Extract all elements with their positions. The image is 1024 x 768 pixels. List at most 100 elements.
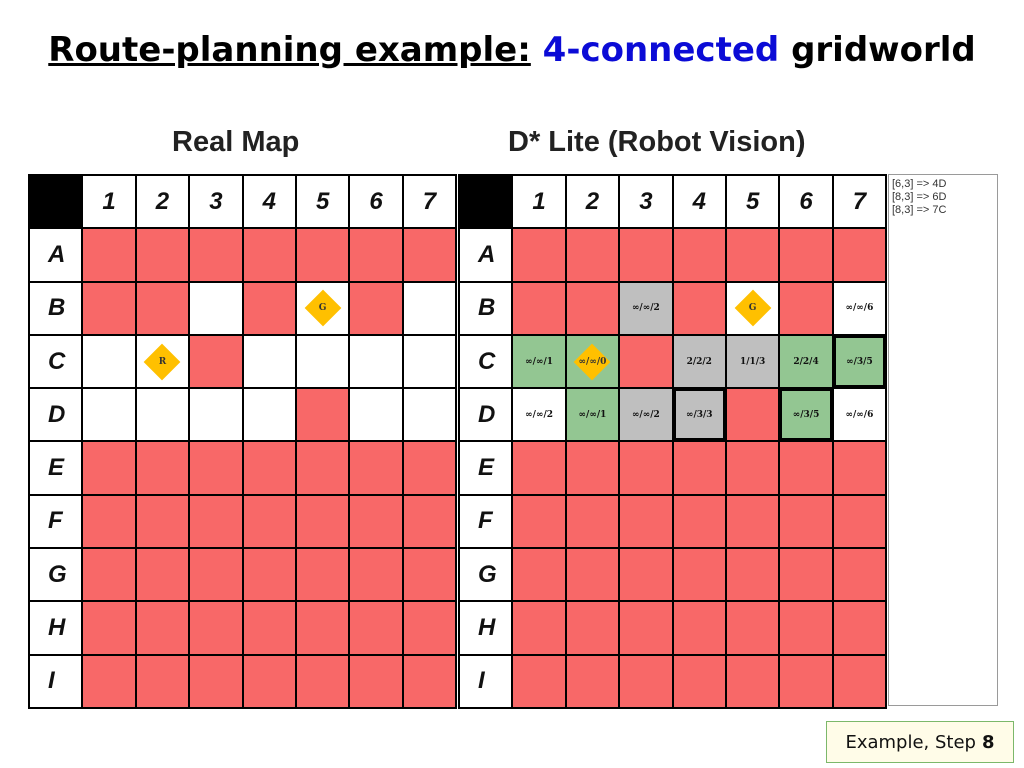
map-cell-red xyxy=(189,654,243,708)
cell-value: 2/2/2 xyxy=(686,356,712,367)
map-cell-white xyxy=(295,334,350,389)
column-header: 6 xyxy=(349,175,403,229)
cell-value: ∞/∞/0 xyxy=(578,356,607,367)
map-cell-red xyxy=(349,441,403,495)
real-map-title: Real Map xyxy=(172,126,300,158)
map-cell-red xyxy=(189,548,243,602)
map-cell-red xyxy=(189,601,243,655)
dstar-cell-red xyxy=(832,441,887,495)
map-cell-white xyxy=(242,388,296,442)
row-header: F xyxy=(29,494,83,549)
dstar-cell-red xyxy=(832,548,887,602)
map-cell-red xyxy=(135,494,190,549)
title-part1: Route-planning example: xyxy=(48,30,531,70)
dstar-cell-red xyxy=(779,441,833,495)
map-cell-white xyxy=(349,334,403,389)
cell-value: ∞/∞/1 xyxy=(525,356,553,367)
cell-value: ∞/∞/6 xyxy=(845,303,874,314)
map-cell-white xyxy=(402,388,457,442)
robot-cell: ∞/∞/0 xyxy=(565,334,620,389)
map-cell-red xyxy=(402,601,457,655)
dstar-cell-red xyxy=(565,494,620,549)
dstar-cell-red xyxy=(779,494,833,549)
map-cell-red xyxy=(295,388,350,442)
map-cell-red xyxy=(82,281,136,335)
log-line: [8,3] => 6D xyxy=(892,191,947,203)
map-cell-red xyxy=(82,654,136,708)
dstar-cell-red xyxy=(565,654,620,708)
row-header: I xyxy=(459,654,513,708)
dstar-cell-red xyxy=(832,228,887,282)
map-cell-white xyxy=(402,334,457,389)
map-cell-red xyxy=(295,548,350,602)
robot-cell: R xyxy=(135,334,190,389)
dstar-cell-gray: ∞/∞/2 xyxy=(619,281,673,335)
map-cell-red xyxy=(349,281,403,335)
dstar-cell-red xyxy=(619,601,673,655)
dstar-cell-red xyxy=(512,548,566,602)
dstar-cell-green: ∞/∞/1 xyxy=(512,334,566,389)
dstar-cell-green: ∞/∞/1 xyxy=(565,388,620,442)
map-cell-red xyxy=(135,441,190,495)
column-header: 5 xyxy=(725,175,780,229)
dstar-cell-red xyxy=(512,654,566,708)
map-cell-white xyxy=(189,388,243,442)
row-header: B xyxy=(29,281,83,335)
cell-value: ∞/∞/2 xyxy=(631,303,660,314)
dstar-cell-red xyxy=(512,228,566,282)
map-cell-red xyxy=(349,228,403,282)
map-cell-red xyxy=(82,548,136,602)
row-header: I xyxy=(29,654,83,708)
goal-cell: G xyxy=(725,281,780,335)
column-header: 1 xyxy=(512,175,566,229)
dstar-cell-red xyxy=(565,548,620,602)
title-part3: gridworld xyxy=(791,30,976,70)
dstar-cell-red xyxy=(672,441,726,495)
dstar-cell-red xyxy=(512,441,566,495)
map-cell-red xyxy=(189,334,243,389)
column-header: 4 xyxy=(672,175,726,229)
map-cell-red xyxy=(189,441,243,495)
map-cell-red xyxy=(135,228,190,282)
column-header: 1 xyxy=(82,175,136,229)
map-cell-red xyxy=(295,228,350,282)
row-header: D xyxy=(29,388,83,442)
dstar-cell-red xyxy=(672,601,726,655)
map-cell-white xyxy=(242,334,296,389)
map-cell-red xyxy=(295,494,350,549)
map-cell-white xyxy=(189,281,243,335)
map-cell-white xyxy=(349,388,403,442)
dstar-cell-red xyxy=(779,548,833,602)
dstar-cell-white: ∞/∞/6 xyxy=(832,281,887,335)
dstar-cell-gray: 2/2/2 xyxy=(672,334,726,389)
slide-title: Route-planning example: 4-connected grid… xyxy=(0,30,1024,70)
dstar-cell-red xyxy=(619,228,673,282)
map-cell-red xyxy=(135,281,190,335)
cell-value: ∞/∞/1 xyxy=(578,409,607,420)
dstar-cell-red xyxy=(725,601,780,655)
map-cell-red xyxy=(242,548,296,602)
dstar-cell-red xyxy=(725,441,780,495)
row-header: H xyxy=(29,601,83,655)
dstar-cell-red xyxy=(832,494,887,549)
dstar-cell-red xyxy=(565,601,620,655)
row-header: H xyxy=(459,601,513,655)
dstar-cell-red xyxy=(512,281,566,335)
map-cell-red xyxy=(135,548,190,602)
map-cell-red xyxy=(349,548,403,602)
map-cell-white xyxy=(82,388,136,442)
map-cell-red xyxy=(349,494,403,549)
row-header: C xyxy=(459,334,513,389)
row-header: A xyxy=(459,228,513,282)
grid-corner xyxy=(459,175,513,229)
column-header: 3 xyxy=(619,175,673,229)
map-cell-red xyxy=(402,228,457,282)
map-cell-red xyxy=(242,281,296,335)
robot-label: R xyxy=(158,356,167,367)
dstar-cell-red xyxy=(619,548,673,602)
row-header: G xyxy=(29,548,83,602)
log-line: [8,3] => 7C xyxy=(892,204,947,216)
dstar-cell-red xyxy=(619,334,673,389)
